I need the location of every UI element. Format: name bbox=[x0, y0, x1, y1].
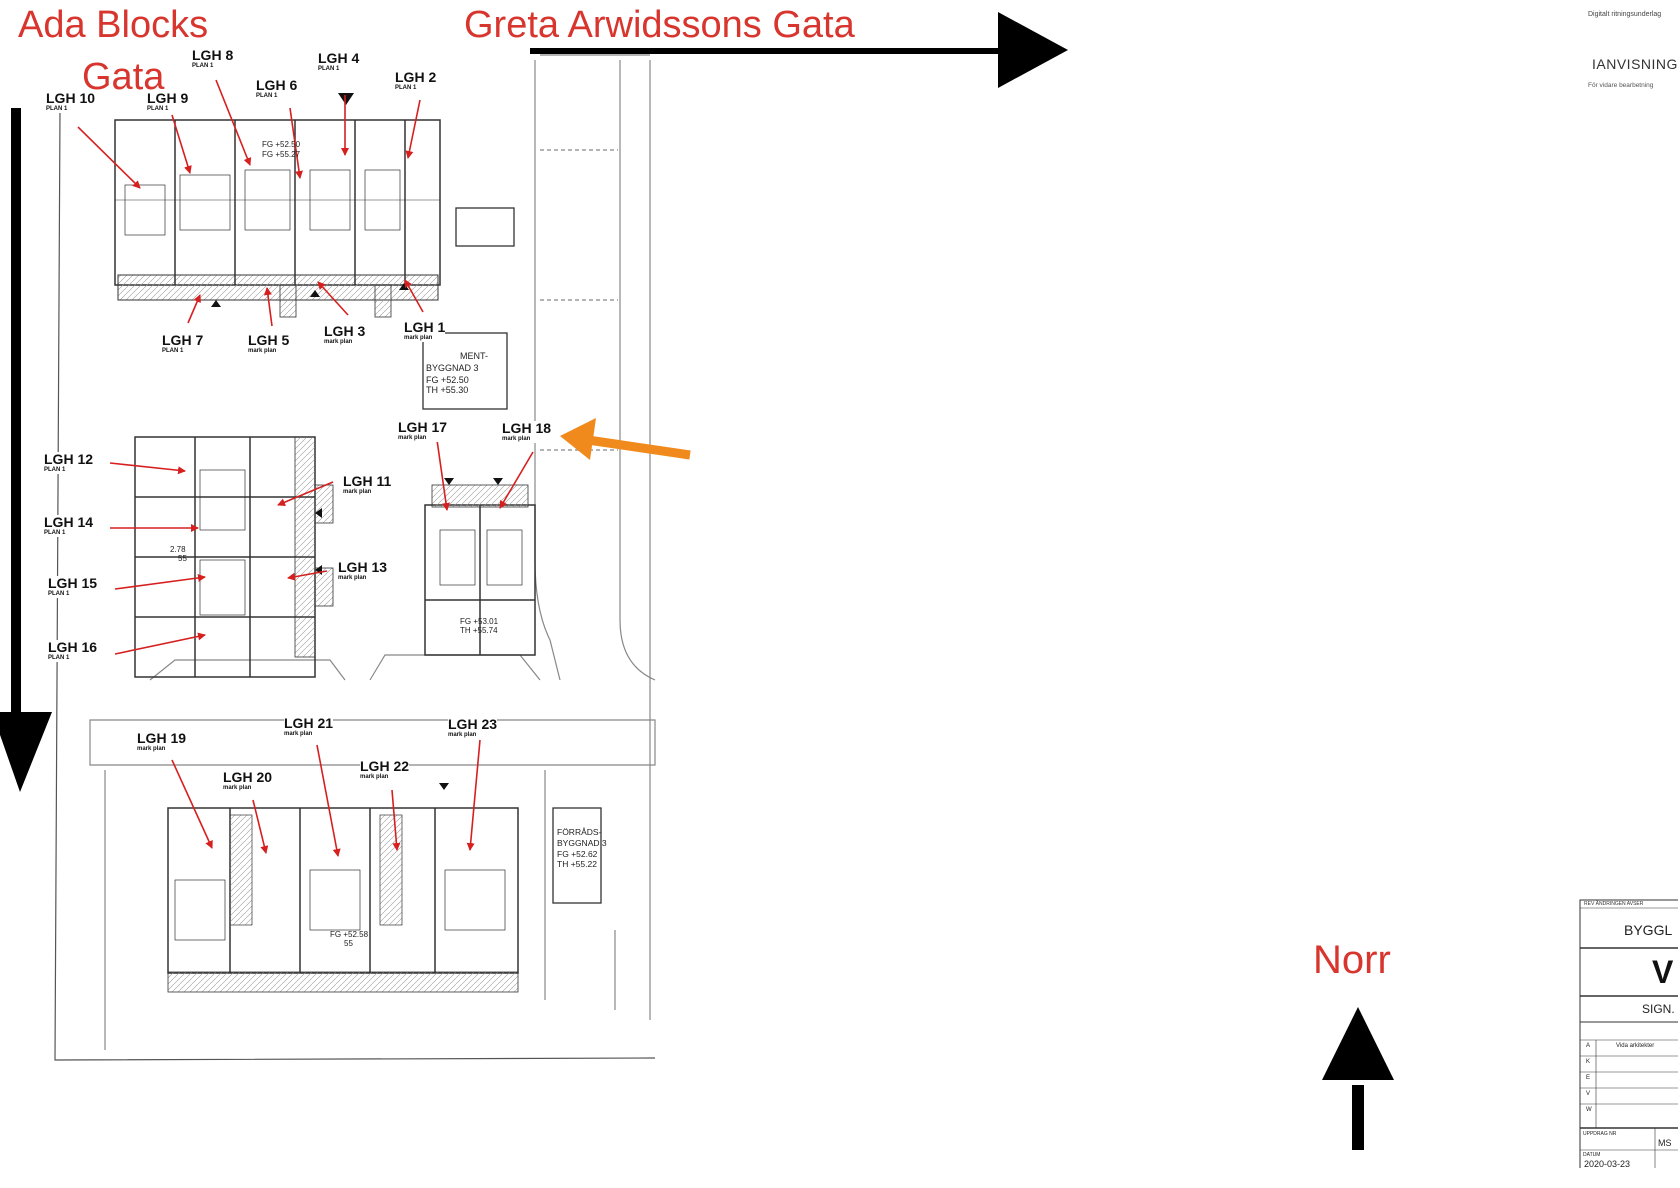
titleblock-row-v: V bbox=[1586, 1091, 1591, 1097]
titleblock-row-w: W bbox=[1586, 1107, 1592, 1113]
building-4 bbox=[167, 807, 519, 993]
title-block bbox=[1579, 899, 1678, 1168]
storage-building-text: FÖRRÅDS- BYGGNAD 3 FG +52.62 TH +55.22 bbox=[557, 827, 607, 869]
titleblock-row-a-text: Vida arkitekter bbox=[1616, 1043, 1655, 1049]
ada-label-line1: Ada Blocks bbox=[18, 4, 209, 46]
greta-arwidssons-gata-label: Greta Arwidssons Gata bbox=[464, 4, 855, 46]
titleblock-row-k: K bbox=[1586, 1059, 1591, 1065]
small-structure bbox=[455, 207, 515, 247]
titleblock-datum: DATUM bbox=[1583, 1152, 1601, 1158]
titleblock-top3: För vidare bearbetning bbox=[1588, 82, 1654, 89]
titleblock-bygg: BYGGL bbox=[1624, 922, 1673, 938]
titleblock-top1: Digitalt ritningsunderlag bbox=[1588, 11, 1662, 18]
building-2-levels: 2.78 55 bbox=[170, 545, 187, 563]
titleblock-head: REV ÄNDRINGEN AVSER bbox=[1584, 901, 1644, 907]
titleblock-date: 2020-03-23 bbox=[1584, 1159, 1631, 1169]
orange-pointer-arrow bbox=[560, 418, 691, 460]
norr-label: Norr bbox=[1313, 938, 1391, 982]
ada-blocks-gata-label-2: Gata bbox=[82, 58, 164, 96]
building-2 bbox=[134, 436, 334, 678]
ada-blocks-gata-label: Ada Blocks bbox=[18, 6, 208, 44]
building-1-levels: FG +52.50 FG +55.27 bbox=[262, 140, 301, 159]
building-3-levels: FG +53.01 TH +55.74 bbox=[460, 617, 499, 635]
ada-direction-arrow bbox=[0, 108, 52, 792]
storage-building-box bbox=[552, 807, 602, 904]
titleblock-top2: IANVISNING bbox=[1592, 56, 1678, 72]
annex-building-box bbox=[422, 332, 508, 410]
titleblock-big: V bbox=[1652, 954, 1674, 990]
entrance-markers bbox=[211, 93, 503, 790]
titleblock-sign: SIGN. bbox=[1642, 1002, 1675, 1016]
titleblock-uppdrag: UPPDRAG NR bbox=[1583, 1131, 1617, 1137]
ada-label-line2: Gata bbox=[82, 56, 165, 98]
greta-direction-arrow bbox=[530, 12, 1068, 88]
titleblock-row-a: A bbox=[1586, 1043, 1591, 1049]
annex-building-text: MENT- BYGGNAD 3 FG +52.50 TH +55.30 bbox=[426, 351, 488, 395]
north-arrow bbox=[1322, 1007, 1394, 1150]
titleblock-row-e: E bbox=[1586, 1075, 1591, 1081]
titleblock-ms: MS bbox=[1658, 1138, 1672, 1148]
leader-arrows bbox=[77, 79, 534, 857]
building-4-levels: FG +52.58 55 bbox=[330, 930, 369, 948]
